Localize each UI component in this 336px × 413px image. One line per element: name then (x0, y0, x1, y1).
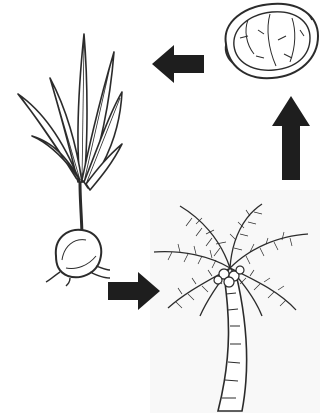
coconut-palm-tree-icon (150, 198, 320, 413)
arrow-up-icon (272, 96, 310, 180)
coconut-fruit-icon (218, 0, 322, 82)
arrow-left-icon (152, 45, 204, 83)
coconut-seedling-icon (10, 32, 130, 287)
